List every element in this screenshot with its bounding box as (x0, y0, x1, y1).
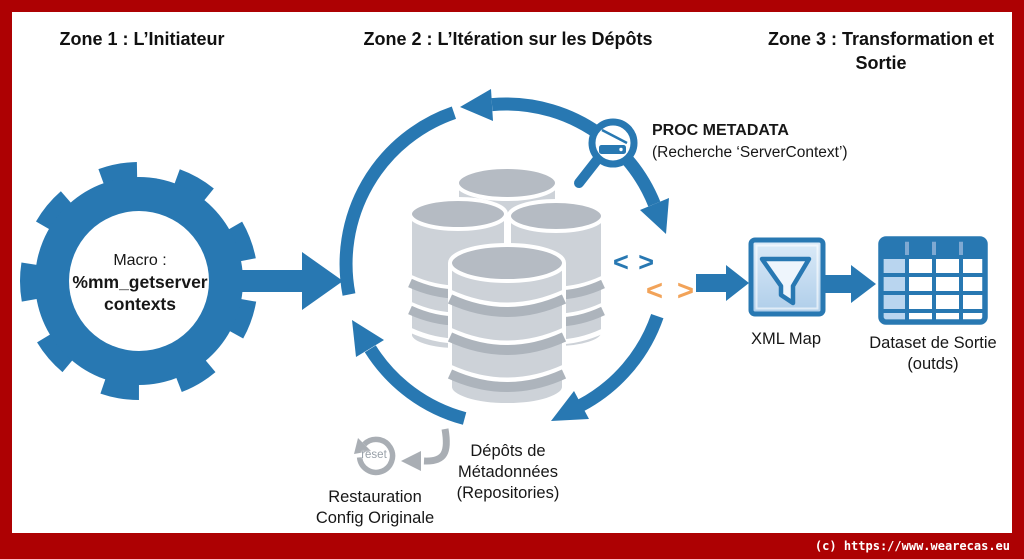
proc-metadata-label: PROC METADATA (Recherche ‘ServerContext’… (652, 120, 848, 164)
restore-label: Restauration Config Originale (316, 487, 434, 529)
gear-macro-label: Macro : %mm_getserver contexts (72, 251, 207, 315)
loop-arc-bottom-left (364, 345, 467, 425)
dataset-label: Dataset de Sortie (outds) (869, 333, 997, 375)
gear-label-line1: Macro : (113, 252, 167, 269)
copyright-text: (c) https://www.wearecas.eu (814, 539, 1010, 553)
zone1-title: Zone 1 : L’Initiateur (59, 29, 225, 49)
repositories-line3: (Repositories) (456, 484, 560, 502)
database-cylinder-front (447, 243, 567, 407)
reset-circular-arrow-icon (354, 436, 396, 476)
xml-map-label: XML Map (751, 330, 821, 348)
arrow-to-xml-map (696, 265, 749, 301)
footer-bar: (c) https://www.wearecas.eu (0, 533, 1024, 559)
dataset-label-line2: (outds) (907, 355, 959, 373)
zone2-title: Zone 2 : L’Itération sur les Dépôts (363, 29, 653, 49)
gear-output-arrow (235, 252, 343, 310)
restore-line2: Config Originale (315, 509, 435, 527)
funnel-icon (759, 256, 812, 306)
loop-arrowhead-top-left (460, 89, 493, 121)
proc-metadata-subtitle: (Recherche ‘ServerContext’) (652, 144, 848, 161)
loop-arrowhead-down (640, 198, 669, 234)
code-symbols-orange: < > (646, 275, 697, 307)
repositories-line2: Métadonnées (457, 463, 558, 481)
arrow-to-dataset (824, 265, 876, 303)
restore-branch-arrow (401, 428, 450, 471)
dataset-table-icon (878, 236, 988, 325)
loop-arrowhead-down-left (551, 391, 589, 421)
diagram-artwork (20, 89, 988, 476)
magnifier-icon (574, 118, 638, 188)
restore-line1: Restauration (328, 488, 422, 506)
zone3-title: Zone 3 : Transformation et Sortie (768, 27, 994, 75)
loop-arc-bottom-right (577, 313, 664, 412)
repositories-line1: Dépôts de (470, 442, 546, 460)
zone3-title-line1: Zone 3 : Transformation et (767, 29, 995, 49)
gear-icon (20, 162, 258, 400)
reset-label: reset (361, 449, 387, 461)
code-symbols-blue: < > (613, 247, 656, 277)
gear-label-line2: %mm_getserver (72, 272, 208, 292)
loop-arc-left (339, 106, 457, 296)
gear-label-line3: contexts (104, 294, 176, 314)
xml-map-icon (748, 237, 826, 317)
repositories-label: Dépôts de Métadonnées (Repositories) (457, 441, 560, 504)
loop-arc-top (491, 97, 609, 144)
dataset-label-line1: Dataset de Sortie (869, 334, 997, 352)
database-cluster-icon (408, 165, 605, 407)
loop-arrowhead-up (352, 320, 384, 357)
zone3-title-line2: Sortie (855, 53, 907, 73)
proc-metadata-title: PROC METADATA (652, 122, 789, 139)
